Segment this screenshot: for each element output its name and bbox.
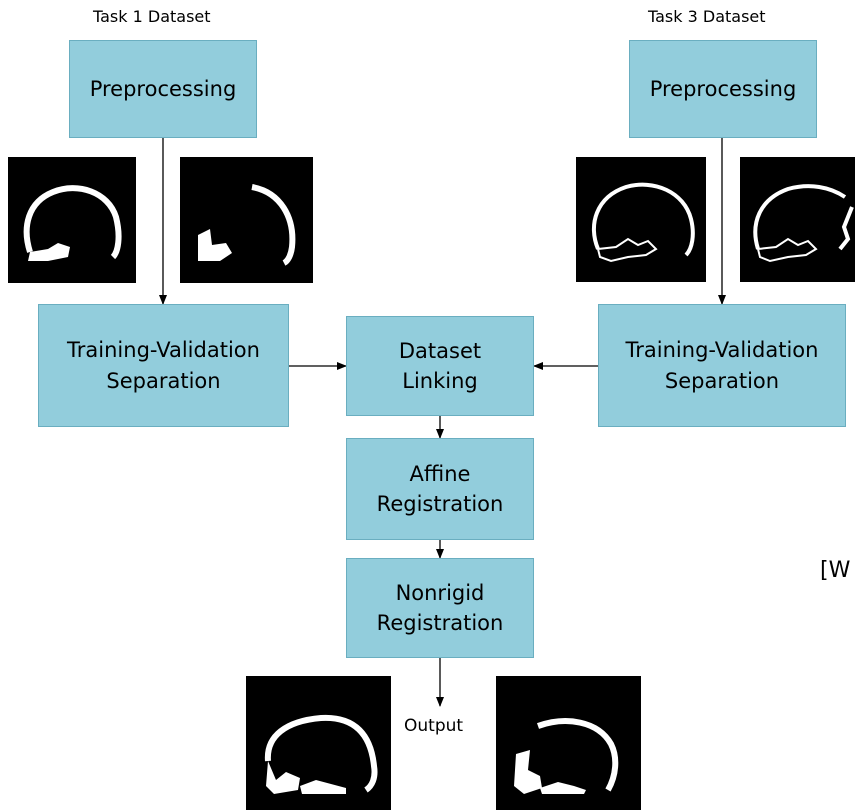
dataset-linking-line1: Dataset: [398, 338, 482, 363]
separation-right-line2: Separation: [664, 368, 780, 393]
task1-dataset-label: Task 1 Dataset: [93, 7, 211, 26]
dataset-linking-box: Dataset Linking: [346, 316, 534, 416]
task3-dataset-label: Task 3 Dataset: [648, 7, 766, 26]
separation-left-line2: Separation: [106, 368, 221, 393]
preprocessing-left-label: Preprocessing: [89, 76, 237, 101]
output-skull-thumbnail-1: [246, 676, 391, 810]
task3-skull-thumbnail-2: [740, 157, 855, 282]
separation-left-line1: Training-Validation: [67, 338, 260, 363]
training-validation-separation-right-box: Training-Validation Separation: [598, 304, 846, 427]
nonrigid-registration-line2: Registration: [376, 611, 504, 635]
training-validation-separation-left-box: Training-Validation Separation: [38, 304, 289, 427]
task1-skull-thumbnail-1: [8, 157, 136, 283]
preprocessing-right-box: Preprocessing: [629, 40, 817, 138]
nonrigid-registration-line1: Nonrigid: [395, 580, 485, 605]
output-label: Output: [404, 716, 464, 736]
nonrigid-registration-box: Nonrigid Registration: [346, 558, 534, 658]
separation-right-line1: Training-Validation: [625, 338, 819, 363]
affine-registration-line1: Affine: [409, 461, 471, 486]
task3-skull-thumbnail-1: [576, 157, 706, 282]
affine-registration-line2: Registration: [376, 492, 504, 516]
output-skull-thumbnail-2: [496, 676, 641, 810]
preprocessing-left-box: Preprocessing: [69, 40, 257, 138]
task1-skull-thumbnail-2: [180, 157, 313, 283]
clipped-edge-text: [W: [820, 558, 851, 583]
dataset-linking-line2: Linking: [402, 369, 478, 393]
affine-registration-box: Affine Registration: [346, 438, 534, 540]
preprocessing-right-label: Preprocessing: [649, 76, 797, 101]
